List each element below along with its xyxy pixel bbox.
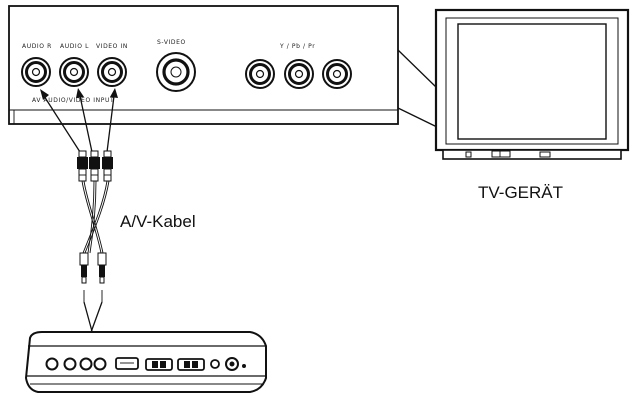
audio-l-jack [59, 57, 89, 87]
tv-set [434, 8, 630, 160]
pr-jack [322, 59, 352, 89]
upper-plug-right [102, 150, 113, 182]
ypbpr-label: Y / Pb / Pr [279, 43, 315, 50]
lower-plug-right [97, 252, 107, 284]
upper-plug-left [77, 150, 88, 182]
svideo-jack [156, 52, 196, 92]
av-input-group-label: AV AUDIO/VIDEO INPUT [32, 97, 114, 104]
audio-r-jack [21, 57, 51, 87]
y-jack [245, 59, 275, 89]
pb-jack [284, 59, 314, 89]
av-cable [77, 150, 113, 354]
video-in-label: VIDEO IN [96, 43, 128, 50]
portable-player [24, 331, 267, 393]
connection-arrows [40, 88, 118, 153]
lower-plug-left [79, 252, 89, 284]
video-in-jack [97, 57, 127, 87]
upper-plug-middle [89, 150, 100, 182]
cable-label: A/V-Kabel [120, 212, 196, 231]
svideo-label: S-VIDEO [157, 39, 186, 46]
audio-l-label: AUDIO L [60, 43, 89, 50]
audio-r-label: AUDIO R [22, 43, 52, 50]
tv-label: TV-GERÄT [478, 183, 563, 202]
